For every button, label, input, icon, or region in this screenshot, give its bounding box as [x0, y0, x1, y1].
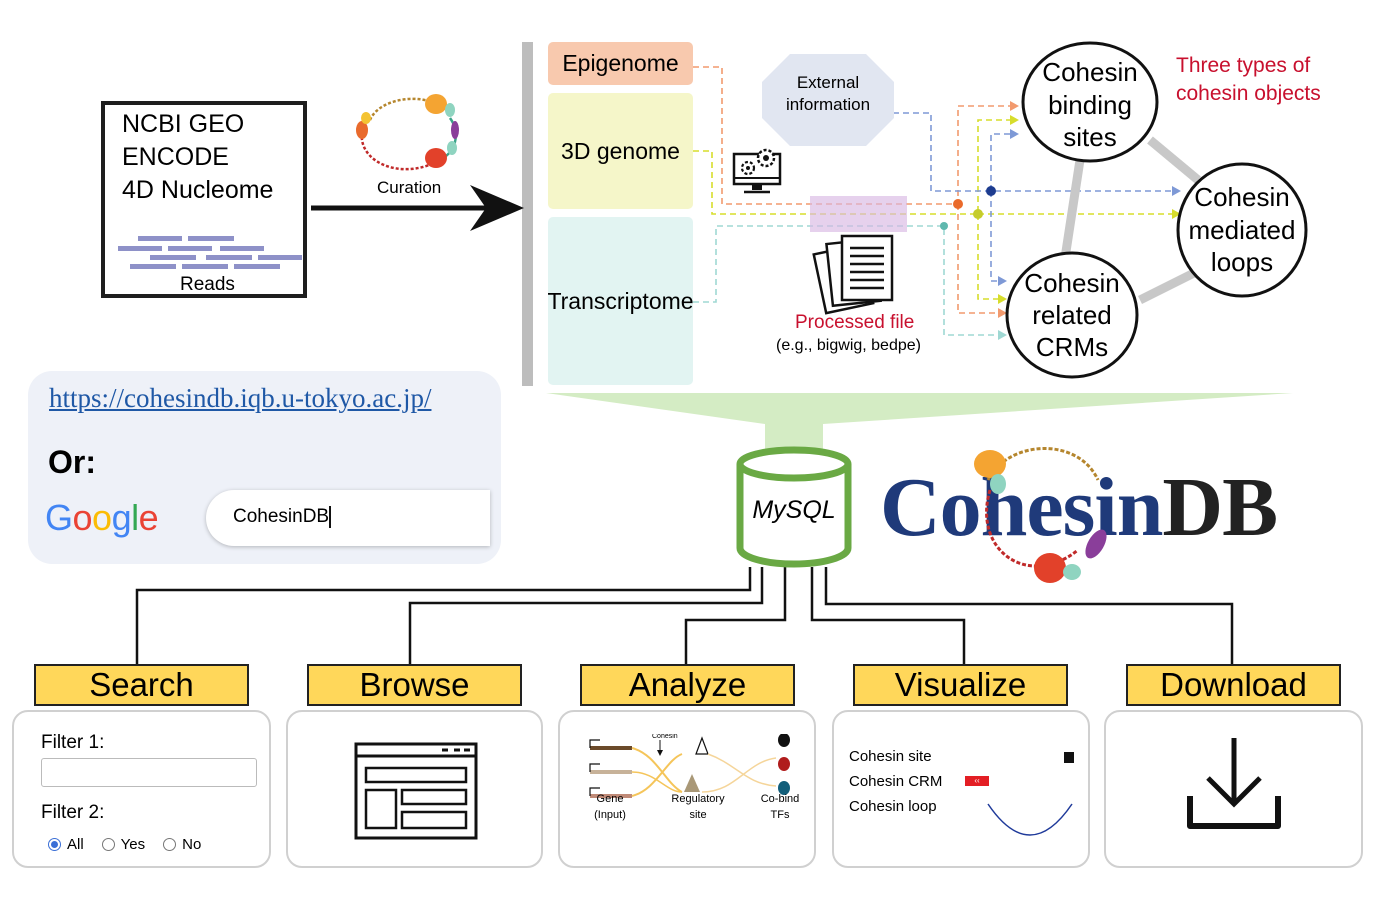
- related-crms-line3: CRMs: [1036, 332, 1108, 362]
- cohesin-objects-heading: Three types of cohesin objects: [1176, 52, 1321, 108]
- vis-row-site: Cohesin site: [849, 748, 932, 765]
- loop-arc: [987, 803, 1073, 836]
- analyze-panel: Cohesin Gene (Input) Regulatory site Co-…: [558, 710, 816, 868]
- divider-bar: [522, 42, 533, 386]
- google-search-query[interactable]: CohesinDB: [233, 506, 330, 527]
- external-info-line2: information: [786, 95, 870, 114]
- visualize-feature-label[interactable]: Visualize: [853, 664, 1068, 706]
- mysql-label: MySQL: [752, 496, 835, 524]
- external-info-line1: External: [797, 73, 859, 92]
- binding-sites-line3: sites: [1063, 122, 1116, 152]
- data-sources-box: [101, 101, 307, 298]
- epigenome-box: Epigenome: [548, 42, 693, 85]
- mysql-database-icon: MySQL: [736, 446, 852, 568]
- heading-line1: Three types of: [1176, 54, 1311, 77]
- crm-marker: ‹‹: [965, 776, 989, 786]
- processed-file-subtitle: (e.g., bigwig, bedpe): [776, 337, 921, 354]
- related-crms-node: [1005, 251, 1139, 379]
- curation-arrow-head: [470, 185, 524, 231]
- cohesin-ring-icon: [356, 94, 459, 171]
- browse-panel: [286, 710, 543, 868]
- document-stack-icon: [812, 234, 894, 315]
- download-panel: [1104, 710, 1363, 868]
- search-feature-text: Search: [89, 666, 194, 703]
- radio-all-label: All: [67, 836, 84, 853]
- google-search-box[interactable]: [206, 490, 490, 546]
- analyze-gene-line2: (Input): [594, 809, 626, 821]
- cohesindb-logo-text: CohesinDB: [880, 460, 1278, 556]
- text-cursor: [329, 506, 331, 528]
- visualize-feature-text: Visualize: [894, 666, 1027, 703]
- heading-line2: cohesin objects: [1176, 82, 1321, 105]
- vis-row-loop: Cohesin loop: [849, 798, 937, 815]
- or-label: Or:: [48, 444, 96, 480]
- binding-sites-line2: binding: [1048, 90, 1132, 120]
- transcriptome-label: Transcriptome: [547, 287, 694, 314]
- analyze-gene-line1: Gene: [597, 793, 624, 805]
- source-encode: ENCODE: [122, 143, 229, 171]
- processed-file-title: Processed file: [795, 312, 915, 333]
- related-crms-line2: related: [1032, 300, 1112, 330]
- analyze-feature-text: Analyze: [628, 666, 747, 703]
- filter1-label: Filter 1:: [41, 732, 105, 753]
- curation-label: Curation: [377, 178, 442, 197]
- filter1-input[interactable]: [41, 758, 257, 787]
- external-information-node: External information: [762, 54, 894, 146]
- 3d-genome-box: 3D genome: [548, 93, 693, 209]
- mediated-loops-line3: loops: [1211, 247, 1273, 277]
- source-ncbi-geo: NCBI GEO: [122, 110, 245, 138]
- filter2-options: All Yes No: [48, 836, 201, 853]
- radio-yes[interactable]: [101, 838, 115, 851]
- brand-cohesin: Cohesin: [880, 461, 1163, 554]
- search-panel: Filter 1: Filter 2: All Yes No: [12, 710, 271, 868]
- browser-window-icon: [354, 742, 478, 840]
- related-crms-line1: Cohesin: [1024, 268, 1119, 298]
- radio-all[interactable]: [48, 838, 61, 851]
- radio-no[interactable]: [163, 838, 177, 851]
- binding-sites-line1: Cohesin: [1042, 57, 1137, 87]
- source-4d-nucleome: 4D Nucleome: [122, 176, 274, 204]
- mediated-loops-line1: Cohesin: [1194, 182, 1289, 212]
- visualize-panel: Cohesin site Cohesin CRM Cohesin loop ‹‹: [832, 710, 1090, 868]
- gear-monitor-icon: [732, 148, 782, 194]
- mediated-loops-node: [1176, 162, 1308, 298]
- epigenome-label: Epigenome: [562, 50, 679, 76]
- vis-row-crm: Cohesin CRM: [849, 773, 943, 790]
- google-logo: Google: [45, 497, 159, 538]
- cohesin-objects: Cohesin binding sites Cohesin mediated l…: [1005, 41, 1308, 379]
- analyze-cobind-line1: Co-bind: [761, 793, 800, 805]
- binding-sites-node: [1021, 41, 1159, 163]
- 3d-genome-label: 3D genome: [561, 137, 680, 164]
- filter2-label: Filter 2:: [41, 802, 105, 823]
- analyze-regulatory-line2: site: [689, 809, 706, 821]
- website-link[interactable]: https://cohesindb.iqb.u-tokyo.ac.jp/: [49, 383, 432, 413]
- funnel: [546, 393, 1293, 452]
- analyze-illustration: Cohesin Gene (Input) Regulatory site Co-…: [589, 734, 800, 821]
- analyze-feature-label[interactable]: Analyze: [580, 664, 795, 706]
- cohesin-ring-icon: [974, 447, 1107, 583]
- download-feature-label[interactable]: Download: [1126, 664, 1341, 706]
- reads-label: Reads: [180, 274, 235, 295]
- radio-no-label: No: [182, 836, 202, 853]
- site-marker: [1064, 752, 1074, 763]
- mediated-loops-line2: mediated: [1189, 215, 1296, 245]
- analyze-cobind-line2: TFs: [771, 809, 790, 821]
- data-sources-list: NCBI GEO ENCODE 4D Nucleome: [122, 108, 273, 207]
- browse-feature-text: Browse: [359, 666, 470, 703]
- reads-icon: [118, 236, 302, 269]
- download-icon[interactable]: [1186, 734, 1282, 832]
- transcriptome-box: Transcriptome: [547, 217, 694, 385]
- brand-db: DB: [1162, 461, 1278, 554]
- search-feature-label[interactable]: Search: [34, 664, 249, 706]
- analyze-regulatory-line1: Regulatory: [671, 793, 725, 805]
- analyze-cohesin-label: Cohesin: [652, 734, 678, 740]
- download-feature-text: Download: [1160, 666, 1307, 703]
- browse-feature-label[interactable]: Browse: [307, 664, 522, 706]
- radio-yes-label: Yes: [120, 836, 146, 853]
